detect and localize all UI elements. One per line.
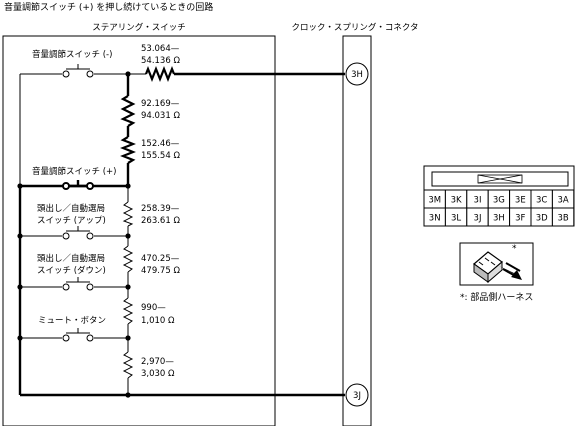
junction-dot [17, 233, 23, 239]
terminal-3j-circle [345, 383, 369, 407]
connector-pin-cell [551, 207, 575, 227]
r7-value-line1: 2,970— [141, 357, 174, 367]
connector-pin-label: 3E [515, 196, 526, 206]
terminal-3h-label: 3H [351, 70, 363, 80]
vol-plus-contact-right [86, 182, 94, 190]
r4-value-line2: 263.61 Ω [141, 216, 180, 226]
resistor-r6 [122, 297, 134, 325]
connector-pin-label: 3H [493, 214, 505, 224]
junction-dot [17, 284, 23, 290]
junction-dot [17, 335, 23, 341]
resistor-r1 [144, 66, 176, 82]
seek-up-switch-label-line1: 頭出し／自動選局 [37, 203, 105, 214]
junction-dot [125, 183, 131, 189]
terminal-3j-label: 3J [353, 391, 361, 401]
r2-value-line1: 92.169— [141, 99, 180, 109]
connector-pin-label: 3N [429, 214, 441, 224]
r4-value-line1: 258.39— [141, 204, 180, 214]
connector-pin-label: 3G [493, 196, 505, 206]
terminal-3h-circle [345, 62, 369, 86]
junction-dot [125, 335, 131, 341]
seek-up-switch-label-line2: スイッチ (アップ) [37, 216, 106, 226]
r6-value-line1: 990— [141, 303, 166, 313]
clock-spring-bar [342, 35, 372, 426]
seek-down-switch-label-line1: 頭出し／自動選局 [37, 253, 105, 264]
connector-pin-label: 3A [557, 196, 568, 206]
connector-pin-label: 3K [451, 196, 462, 206]
harness-asterisk: * [512, 244, 517, 254]
r6-value-line2: 1,010 Ω [141, 316, 175, 326]
active-current-path [18, 72, 345, 397]
r3-value-line1: 152.46— [141, 139, 180, 149]
mute-contact-left [62, 334, 70, 342]
connector-pin-label: 3J [474, 214, 482, 224]
vol-plus-contact-left [62, 182, 70, 190]
connector-pin-label: 3C [536, 196, 547, 206]
vol-plus-switch-label: 音量調節スイッチ (+) [32, 166, 116, 177]
seek-down-contact-left [62, 283, 70, 291]
connector-pin-grid: 3M 3K 3I 3G 3E 3C 3A 3N 3L 3J 3H 3F 3D 3B [423, 189, 575, 227]
connector-pin-label: 3B [557, 214, 568, 224]
junction-dot [17, 183, 23, 189]
r3-value-line2: 155.54 Ω [141, 151, 180, 161]
junction-dot [125, 284, 131, 290]
resistor-r7 [122, 351, 134, 379]
steering-switch-box [2, 35, 276, 426]
harness-note: *: 部品側ハーネス [460, 291, 533, 303]
junction-dot [125, 392, 131, 398]
harness-icon [459, 242, 534, 286]
r5-value-line2: 479.75 Ω [141, 266, 180, 276]
resistor-r4 [122, 201, 134, 227]
vol-minus-contact-left [62, 70, 70, 78]
seek-up-contact-right [86, 232, 94, 240]
connector-pin-label: 3M [428, 196, 441, 206]
vol-minus-contact-right [86, 70, 94, 78]
circuit-wires [19, 64, 345, 396]
mute-button-label: ミュート・ボタン [38, 316, 106, 326]
connector-pin-label: 3D [536, 214, 548, 224]
seek-down-contact-right [86, 283, 94, 291]
clock-spring-label: クロック・スプリング・コネクタ [292, 22, 419, 33]
diagram-title: 音量調節スイッチ (+) を押し続けているときの回路 [4, 1, 213, 13]
resistor-r2 [120, 95, 136, 127]
connector-pin-label: 3L [451, 214, 461, 224]
r1-value-line1: 53.064— [141, 44, 180, 54]
connector-pin-label: 3F [515, 214, 525, 224]
r7-value-line2: 3,030 Ω [141, 369, 175, 379]
mute-contact-right [86, 334, 94, 342]
resistor-r3 [120, 136, 136, 164]
resistor-r5 [122, 245, 134, 273]
seek-up-contact-left [62, 232, 70, 240]
connector-pin-label: 3I [474, 196, 482, 206]
junction-dot [125, 233, 131, 239]
r2-value-line2: 94.031 Ω [141, 111, 180, 121]
r5-value-line1: 470.25— [141, 254, 180, 264]
junction-dot [125, 71, 131, 77]
seek-down-switch-label-line2: スイッチ (ダウン) [37, 265, 106, 276]
vol-minus-switch-label: 音量調節スイッチ (-) [32, 49, 112, 60]
r1-value-line2: 54.136 Ω [141, 56, 180, 66]
steering-switch-label: ステアリング・スイッチ [92, 22, 186, 33]
